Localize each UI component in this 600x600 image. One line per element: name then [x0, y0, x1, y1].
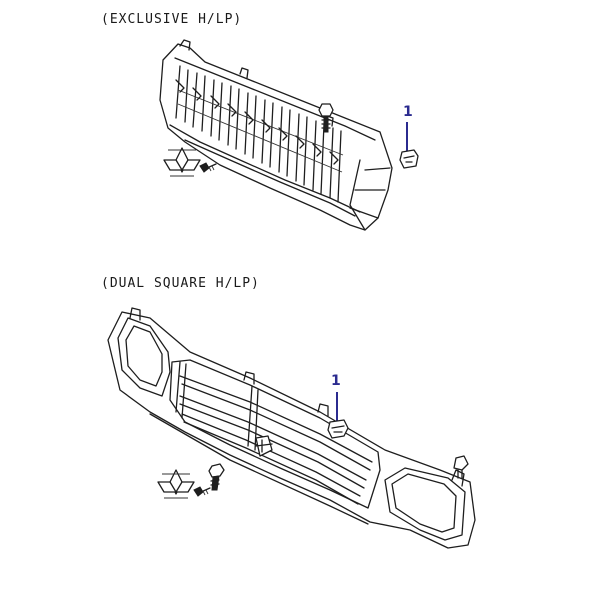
section-label-exclusive: (EXCLUSIVE H/LP) — [101, 12, 243, 27]
screw-icon — [199, 162, 217, 173]
bolt-icon — [208, 463, 225, 491]
mitsubishi-emblem-icon — [163, 147, 201, 177]
mitsubishi-emblem-icon — [157, 469, 195, 499]
grille-exclusive — [159, 39, 393, 231]
section-label-dual-square: (DUAL SQUARE H/LP) — [101, 276, 260, 291]
clip-icon — [453, 455, 469, 479]
screw-icon — [193, 486, 211, 497]
clip-icon — [399, 122, 419, 169]
clip-icon — [327, 392, 349, 439]
bolt-icon — [318, 103, 334, 133]
grille-dual-square — [107, 307, 476, 549]
callout-number-exclusive: 1 — [403, 104, 413, 120]
callout-number-dual: 1 — [331, 373, 341, 389]
